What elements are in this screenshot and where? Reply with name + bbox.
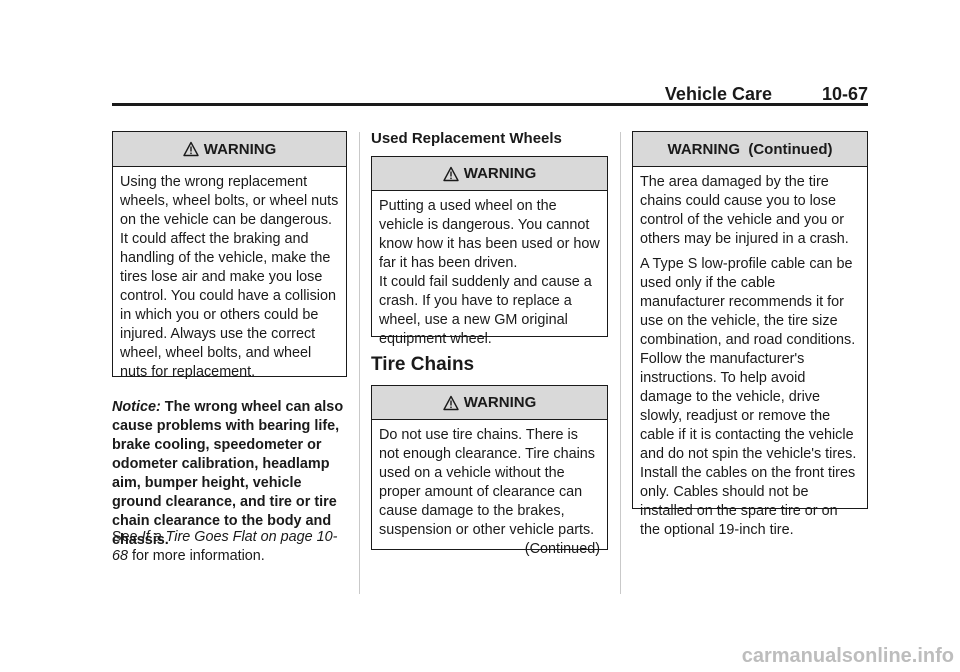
warning-text: It could fail suddenly and cause a crash… [379,274,592,347]
warning-header: WARNING [372,157,607,191]
warning-text: Do not use tire chains. There is not eno… [379,427,595,538]
warning-box-tire-chains: WARNING Do not use tire chains. There is… [371,385,608,557]
warning-title: WARNING (Continued) [667,140,833,158]
warning-text: A Type S low-profile cable can be used o… [640,256,857,538]
column-divider [620,132,621,594]
see-suffix: for more information. [132,548,265,564]
warning-body: Putting a used wheel on the vehicle is d… [372,191,607,355]
warning-triangle-icon [443,395,459,410]
warning-text: The area damaged by the tire chains coul… [640,174,849,247]
warning-body: The area damaged by the tire chains coul… [633,167,867,546]
warning-body: Do not use tire chains. There is not eno… [372,420,607,565]
warning-header: WARNING (Continued) [633,132,867,167]
page-header: Vehicle Care 10-67 [112,84,868,104]
subheading-used-replacement-wheels: Used Replacement Wheels [371,130,562,147]
warning-triangle-icon [443,166,459,181]
warning-title: WARNING [463,394,537,411]
section-title-tire-chains: Tire Chains [371,354,475,375]
warning-title: WARNING [203,140,277,158]
warning-text: Putting a used wheel on the vehicle is d… [379,198,600,271]
see-also-paragraph: See If a Tire Goes Flat on page 10-68 fo… [112,528,349,566]
warning-title: WARNING [463,165,537,182]
warning-body: Using the wrong replacement wheels, whee… [113,167,346,394]
notice-label: Notice: [112,399,161,415]
notice-text: The wrong wheel can also cause problems … [112,399,344,548]
warning-box-wrong-wheels: WARNING Using the wrong replacement whee… [112,131,347,380]
column-divider [359,132,360,594]
warning-header: WARNING [372,386,607,420]
watermark: carmanualsonline.info [741,645,954,667]
header-rule [112,103,868,106]
notice-paragraph: Notice: The wrong wheel can also cause p… [112,398,349,550]
see-prefix: See [112,529,138,545]
warning-triangle-icon [183,141,199,157]
continued-note: (Continued) [524,541,600,557]
section-name: Vehicle Care [664,84,772,104]
warning-box-continued: WARNING (Continued) The area damaged by … [632,131,868,538]
warning-header: WARNING [113,132,346,167]
warning-box-used-wheels: WARNING Putting a used wheel on the vehi… [371,156,608,347]
cross-reference-link[interactable]: If a Tire Goes Flat on page 10-68 [112,529,338,564]
page-number: 10-67 [821,84,868,104]
warning-text: Using the wrong replacement wheels, whee… [120,174,339,380]
